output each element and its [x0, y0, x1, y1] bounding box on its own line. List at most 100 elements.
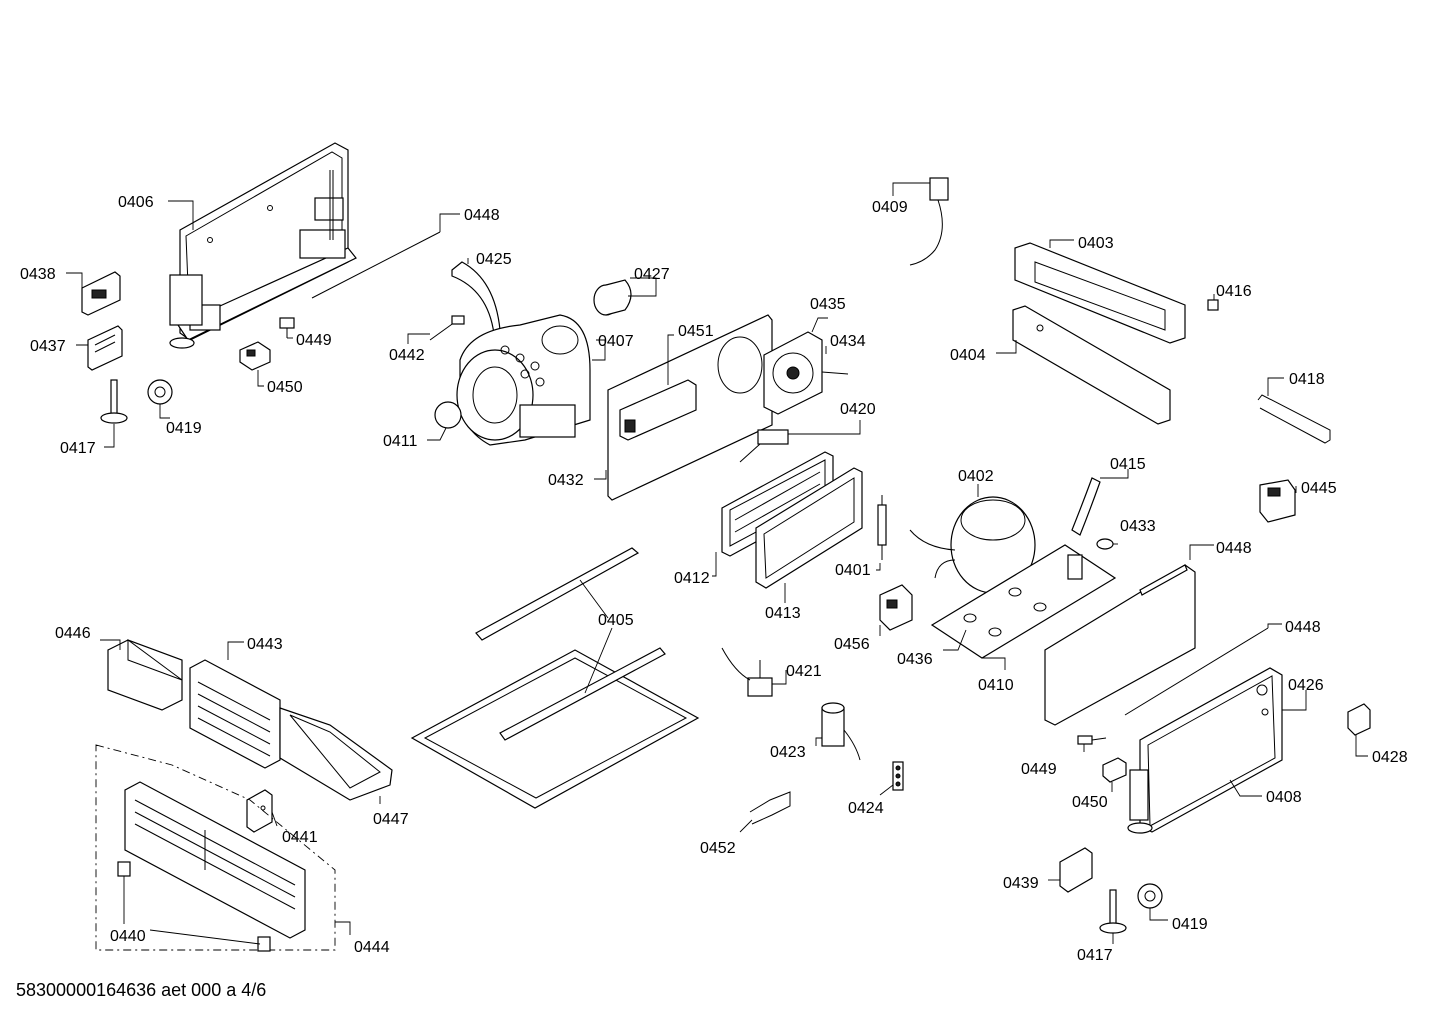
label-0444: 0444 — [354, 939, 390, 956]
part-0408-frame — [1127, 667, 1283, 834]
label-0421: 0421 — [786, 663, 822, 680]
label-0418: 0418 — [1289, 371, 1325, 388]
part-0443-grille — [189, 659, 281, 769]
label-0417-b: 0417 — [1077, 947, 1113, 964]
label-0423: 0423 — [770, 744, 806, 761]
part-0415-tube — [1071, 477, 1101, 536]
label-0419-b: 0419 — [1172, 916, 1208, 933]
label-0406: 0406 — [118, 194, 154, 211]
part-0406-frame — [169, 142, 357, 349]
label-0449-b: 0449 — [1021, 761, 1057, 778]
part-0438-bracket — [81, 271, 121, 316]
part-0410-base-plate — [930, 544, 1117, 659]
label-0425: 0425 — [476, 251, 512, 268]
part-0419-roller-b — [1137, 883, 1163, 909]
part-0448-rod-c — [1124, 627, 1269, 716]
label-0427: 0427 — [634, 266, 670, 283]
label-0411: 0411 — [383, 433, 418, 450]
part-0427-cylinder — [593, 279, 632, 316]
part-0409-power-cord — [909, 177, 949, 266]
label-0434: 0434 — [830, 333, 866, 350]
part-0439-bracket — [1059, 847, 1093, 893]
label-0403: 0403 — [1078, 235, 1114, 252]
part-0418-bracket — [1257, 394, 1331, 444]
label-0432: 0432 — [548, 472, 584, 489]
label-0417-a: 0417 — [60, 440, 96, 457]
label-0436: 0436 — [897, 651, 933, 668]
label-0439: 0439 — [1003, 875, 1039, 892]
label-0415: 0415 — [1110, 456, 1146, 473]
part-0450-clamp-b — [1102, 757, 1127, 783]
part-0417-foot-b — [1099, 889, 1127, 934]
part-0449-screw-a — [279, 317, 295, 338]
label-0449-a: 0449 — [296, 332, 332, 349]
part-0456-relay — [879, 584, 913, 631]
part-0404-panel — [1012, 305, 1171, 425]
label-0435: 0435 — [810, 296, 846, 313]
part-0448-rod-a — [311, 231, 441, 299]
label-0420: 0420 — [840, 401, 876, 418]
label-0413: 0413 — [765, 605, 801, 622]
part-0433-grommet — [1096, 538, 1114, 550]
part-0440-pad-a — [117, 861, 131, 877]
label-0437: 0437 — [30, 338, 66, 355]
part-0411-disc — [434, 401, 462, 429]
label-0452: 0452 — [700, 840, 736, 857]
label-0443: 0443 — [247, 636, 283, 653]
part-0428-clip — [1347, 703, 1371, 736]
label-0405: 0405 — [598, 612, 634, 629]
label-0438: 0438 — [20, 266, 56, 283]
label-0451: 0451 — [678, 323, 714, 340]
label-0412: 0412 — [674, 570, 710, 587]
label-0448-b: 0448 — [1216, 540, 1252, 557]
label-0410: 0410 — [978, 677, 1014, 694]
label-0441: 0441 — [282, 829, 318, 846]
part-0444-front-grille — [95, 744, 336, 951]
part-0413-cover — [755, 467, 863, 589]
part-0441-bracket — [246, 789, 273, 833]
part-0407-fan-housing — [456, 314, 591, 446]
part-0445-box — [1259, 479, 1296, 523]
part-0405-tray — [410, 547, 700, 809]
label-0428: 0428 — [1372, 749, 1408, 766]
part-0448-shield — [1044, 564, 1196, 726]
part-0420-terminal — [739, 429, 789, 463]
label-0448-c: 0448 — [1285, 619, 1321, 636]
label-0450-b: 0450 — [1072, 794, 1108, 811]
part-0416-connector — [1207, 299, 1219, 311]
label-0419-a: 0419 — [166, 420, 202, 437]
label-0440: 0440 — [110, 928, 146, 945]
label-0407: 0407 — [598, 333, 634, 350]
part-0423-capacitor — [821, 702, 861, 761]
part-0412-evaporator — [721, 451, 834, 557]
label-0401: 0401 — [835, 562, 871, 579]
label-0447: 0447 — [373, 811, 409, 828]
label-0456: 0456 — [834, 636, 870, 653]
label-0426: 0426 — [1288, 677, 1324, 694]
part-0417-foot-a — [100, 379, 128, 424]
part-0419-roller-a — [147, 379, 173, 405]
label-0442: 0442 — [389, 347, 425, 364]
part-0437-bracket — [87, 325, 123, 371]
part-0447-duct — [279, 707, 393, 801]
label-0409: 0409 — [872, 199, 908, 216]
label-0448-a: 0448 — [464, 207, 500, 224]
part-0449-screw-b — [1077, 735, 1107, 745]
part-0424-terminal-block — [892, 761, 904, 791]
part-0403-panel — [1014, 242, 1186, 344]
part-0434-fan — [763, 331, 849, 415]
label-0446: 0446 — [55, 625, 91, 642]
part-0446-cover — [107, 639, 183, 711]
part-0452-bracket — [749, 791, 791, 825]
label-0450-a: 0450 — [267, 379, 303, 396]
drawing-number: 58300000164636 aet 000 a 4/6 — [16, 980, 267, 1000]
label-0404: 0404 — [950, 347, 986, 364]
label-0445: 0445 — [1301, 480, 1337, 497]
label-0424: 0424 — [848, 800, 884, 817]
label-0433: 0433 — [1120, 518, 1156, 535]
part-0421-relay — [721, 647, 773, 697]
part-0450-clamp-a — [239, 341, 271, 371]
part-0442-sensor — [429, 315, 465, 341]
label-0402: 0402 — [958, 468, 994, 485]
